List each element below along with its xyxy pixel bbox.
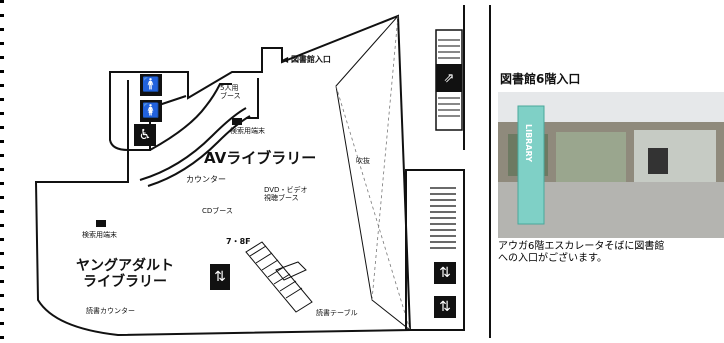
accessible-restroom-icon: ♿ xyxy=(134,124,156,146)
upper-escalator-steps xyxy=(438,39,460,117)
entrance-title: 図書館6階入口 xyxy=(500,72,581,86)
photo-sign: LIBRARY xyxy=(524,124,533,163)
cd-booth-label: CDブース xyxy=(202,207,233,215)
escalator-icon: ⇗ xyxy=(436,64,462,92)
reading-table-label: 読書テーブル xyxy=(316,309,358,317)
group-booth-label: 5人用 ブース xyxy=(220,84,241,101)
floor-outline xyxy=(34,14,412,337)
library-entrance-label: ◀ 図書館入口 xyxy=(282,55,331,64)
entrance-photo: LIBRARY xyxy=(498,92,724,238)
restroom-icon: 🚺 xyxy=(140,100,162,122)
dvd-booth-label: DVD・ビデオ 視聴ブース xyxy=(264,186,308,203)
right-escalator-steps xyxy=(430,187,456,249)
floor-7-8-label: 7・8F xyxy=(226,237,251,246)
booth-wall xyxy=(246,78,259,119)
elevator-icon: ⇅ xyxy=(434,296,456,318)
elevator-icon: ⇅ xyxy=(210,264,230,290)
entrance-caption: アウガ6階エスカレータそばに図書館 への入口がございます。 xyxy=(498,241,665,264)
counter-label: カウンター xyxy=(186,175,226,184)
atrium-label: 吹抜 xyxy=(356,157,370,165)
terminal-top-icon xyxy=(232,118,242,125)
right-shaft xyxy=(463,5,491,338)
right-core xyxy=(405,169,465,331)
floor-map xyxy=(34,5,491,338)
curved-wall-outer xyxy=(139,107,247,181)
restroom-icon: 🚹 xyxy=(140,74,162,96)
av-library-label: AVライブラリー xyxy=(204,149,317,167)
search-terminal-top-label: 検索用端末 xyxy=(230,127,265,135)
curved-corridor xyxy=(149,83,232,151)
reading-counter-label: 読書カウンター xyxy=(86,307,135,315)
search-terminal-left-label: 検索用端末 xyxy=(82,231,117,239)
escalator-stairs xyxy=(245,241,313,313)
page-edge-marks xyxy=(0,0,4,343)
young-adult-library-label: ヤングアダルト ライブラリー xyxy=(76,258,174,291)
terminal-left-icon xyxy=(96,220,106,227)
elevator-icon: ⇅ xyxy=(434,262,456,284)
